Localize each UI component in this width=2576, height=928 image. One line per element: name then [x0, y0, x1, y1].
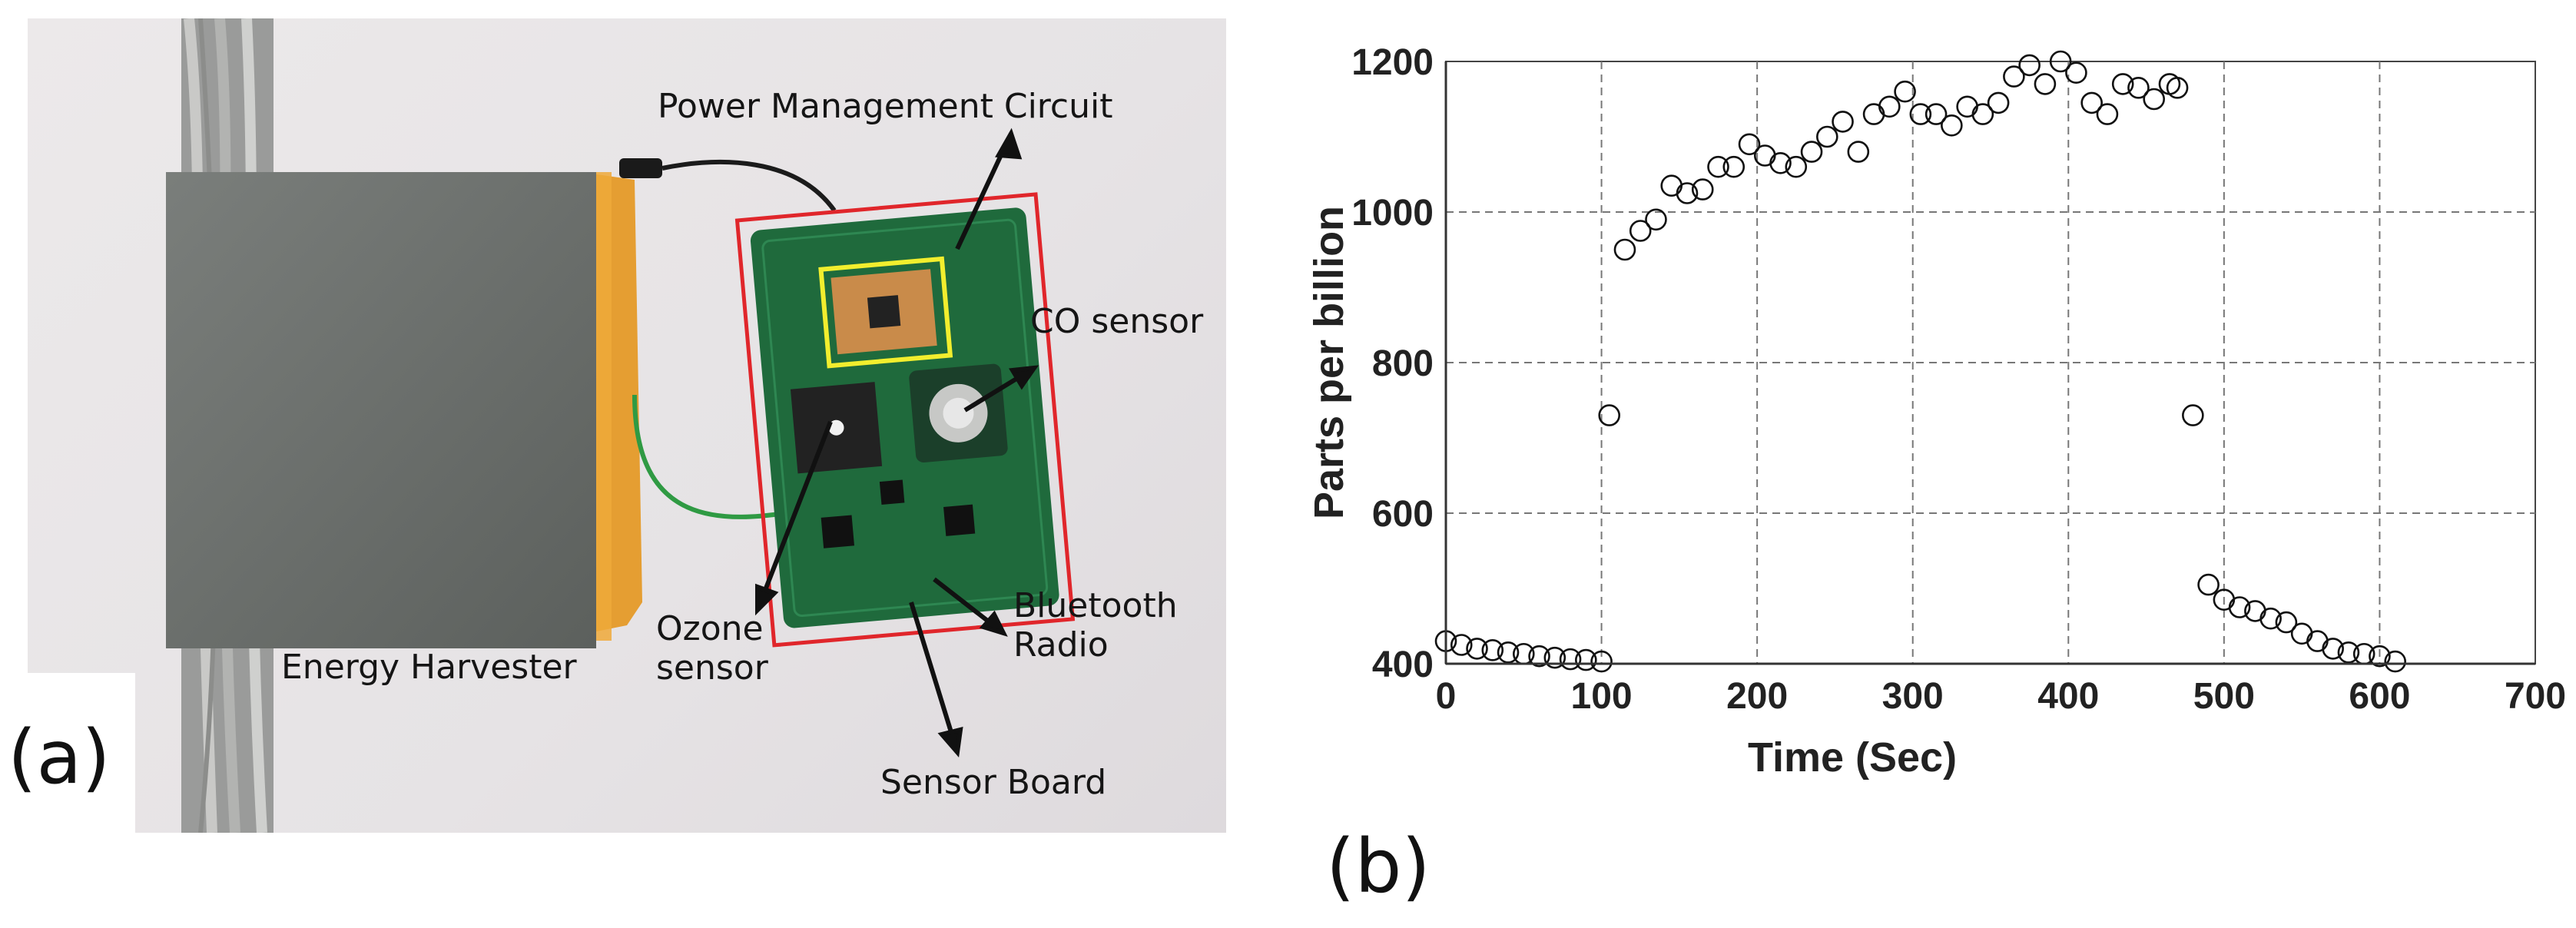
data-point	[1815, 125, 1838, 148]
sensor-board-label: Sensor Board	[880, 763, 1107, 802]
data-point	[1800, 141, 1823, 163]
x-tick-label: 400	[2037, 676, 2099, 717]
data-point	[1925, 103, 1948, 125]
y-tick-label: 400	[1372, 645, 1434, 685]
bluetooth-label-line2: Radio	[1013, 625, 1109, 665]
ozone-label-line2: sensor	[656, 648, 768, 688]
data-point	[1543, 646, 1566, 669]
data-point	[2369, 645, 2391, 668]
data-point	[2259, 607, 2282, 630]
data-point	[1738, 133, 1761, 156]
data-point	[1971, 103, 1994, 125]
co-sensor-label: CO sensor	[1030, 302, 1204, 341]
data-point	[1847, 141, 1870, 163]
data-point	[2182, 404, 2204, 426]
data-point	[2384, 650, 2406, 673]
data-point	[2337, 641, 2360, 664]
data-point	[1481, 639, 1504, 661]
data-point	[1909, 103, 1932, 125]
data-point	[1590, 650, 1613, 673]
y-tick-label: 600	[1372, 494, 1434, 535]
bluetooth-radio-label: Bluetooth Radio	[1013, 586, 1178, 665]
data-point	[1722, 155, 1746, 178]
x-tick-label: 300	[1882, 676, 1944, 717]
data-point	[1629, 220, 1652, 242]
scatter-chart: 0 100 200 300 400 500 600 700 400 600 800 1000 1200T…	[1306, 42, 2566, 781]
data-point	[1466, 638, 1488, 660]
data-point	[1769, 152, 1792, 174]
data-point	[2049, 50, 2072, 73]
data-point	[2322, 638, 2344, 660]
data-point	[1645, 208, 1667, 231]
data-points	[1434, 50, 2406, 673]
power-management-label: Power Management Circuit	[658, 87, 1113, 126]
y-tick-label: 800	[1372, 343, 1434, 384]
data-point	[1878, 95, 1901, 118]
data-point	[2018, 54, 2041, 77]
x-tick-label: 700	[2505, 676, 2566, 717]
bluetooth-label-line1: Bluetooth	[1013, 586, 1178, 625]
data-point	[1450, 634, 1473, 656]
data-point	[1894, 80, 1916, 103]
y-axis-title: Parts per billion	[1306, 206, 1352, 519]
data-point	[1941, 114, 1963, 137]
axes: 0 100 200 300 400 500 600 700 400 600 800 1000 1200T…	[1306, 42, 2566, 781]
data-point	[1497, 641, 1520, 664]
data-point	[2166, 77, 2189, 99]
data-point	[1676, 182, 1699, 204]
photo-panel: Power Management Circuit CO sensor Energ…	[28, 18, 1226, 833]
annotation-arrows	[755, 128, 1039, 757]
data-point	[2003, 65, 2025, 88]
ozone-sensor-label: Ozone sensor	[656, 609, 768, 688]
panel-a-badge: (a)	[8, 714, 111, 800]
ozone-label-line1: Ozone	[656, 609, 764, 648]
panel-a-badge-bg	[0, 673, 135, 834]
data-point	[1528, 645, 1550, 668]
x-tick-label: 600	[2349, 676, 2410, 717]
data-point	[2228, 596, 2251, 618]
x-tick-label: 500	[2193, 676, 2255, 717]
data-point	[2275, 611, 2298, 634]
data-point	[1987, 91, 2010, 114]
grid	[1445, 61, 2536, 665]
x-tick-label: 100	[1571, 676, 1633, 717]
data-point	[2065, 61, 2087, 84]
y-tick-label: 1200	[1351, 42, 1434, 83]
x-tick-label: 0	[1436, 676, 1457, 717]
data-point	[1691, 178, 1714, 201]
data-point	[2111, 73, 2134, 95]
data-point	[2096, 103, 2119, 125]
data-point	[1613, 238, 1636, 261]
data-point	[2197, 573, 2220, 596]
energy-harvester-label: Energy Harvester	[281, 648, 577, 687]
x-axis-title: Time (Sec)	[1748, 734, 1957, 781]
data-point	[2080, 91, 2103, 114]
sensor-board	[734, 192, 1076, 648]
data-point	[1832, 111, 1854, 133]
device-photo	[166, 18, 1076, 833]
data-point	[2143, 88, 2165, 111]
x-tick-label: 200	[1726, 676, 1788, 717]
data-point	[1598, 404, 1621, 426]
data-point	[1575, 648, 1597, 671]
data-point	[2127, 77, 2150, 99]
data-point	[1559, 648, 1582, 671]
panel-b-badge: (b)	[1326, 824, 1431, 910]
y-tick-label: 1000	[1351, 193, 1434, 234]
data-point	[1707, 155, 1729, 178]
data-point	[1785, 155, 1808, 178]
data-point	[2034, 73, 2057, 95]
